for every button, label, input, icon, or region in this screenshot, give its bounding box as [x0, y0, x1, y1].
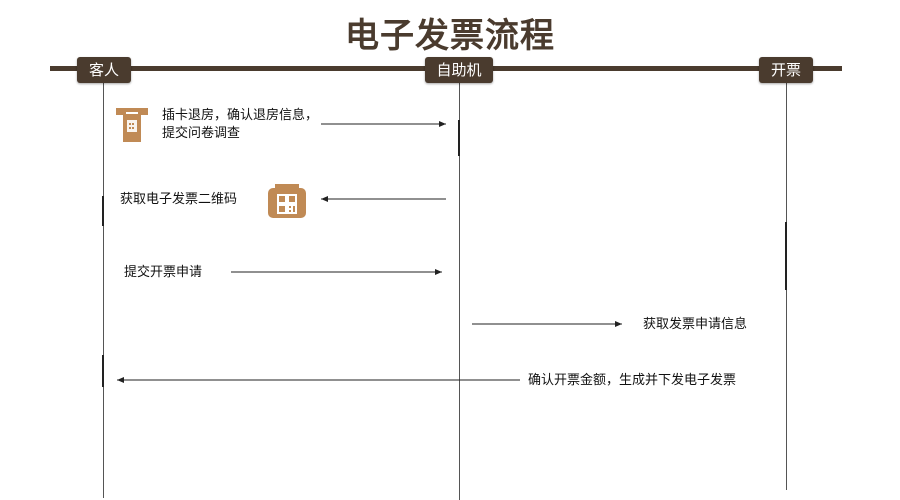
diagram-title: 电子发票流程 [345, 16, 555, 56]
guest-lifeline [103, 72, 104, 498]
card-reader-icon [116, 108, 148, 142]
invoicing-activation-mark [785, 222, 787, 290]
message-issue-invoice: 确认开票金额，生成并下发电子发票 [528, 373, 737, 388]
message-get-application-info: 获取发票申请信息 [643, 317, 748, 332]
guest-activation-mark [102, 196, 104, 226]
message-submit-application: 提交开票申请 [124, 265, 203, 280]
kiosk-lifeline [459, 72, 460, 500]
actor-invoicing: 开票 [759, 57, 813, 83]
guest-activation-mark [102, 355, 104, 387]
message-checkout: 插卡退房，确认退房信息，提交问卷调查 [162, 108, 319, 141]
qr-code-icon [268, 184, 306, 218]
kiosk-activation-mark [458, 120, 460, 156]
message-get-qr: 获取电子发票二维码 [120, 192, 238, 207]
actor-guest: 客人 [77, 57, 131, 83]
actor-kiosk: 自助机 [425, 57, 493, 83]
